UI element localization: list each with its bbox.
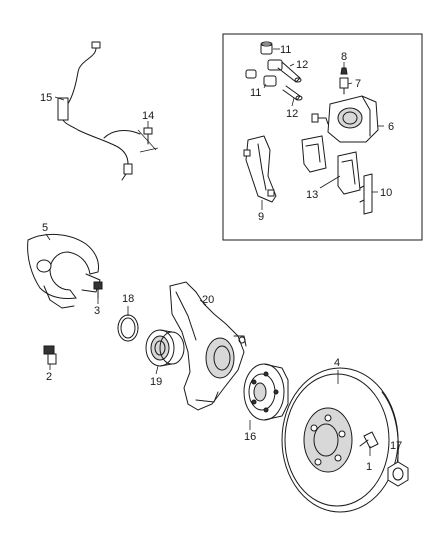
callout-4: 4 (334, 357, 340, 369)
part-11-left-boots[interactable] (245, 69, 277, 87)
callout-19: 19 (150, 376, 162, 388)
part-5-dust-shield[interactable] (27, 234, 101, 309)
callout-8: 8 (341, 51, 347, 63)
part-18-snap-ring[interactable] (117, 314, 139, 342)
part-10-pad-clip[interactable] (359, 173, 373, 215)
callout-7: 7 (355, 78, 361, 90)
part-19-wheel-bearing[interactable] (145, 329, 185, 367)
callout-18: 18 (122, 293, 134, 305)
part-11-upper-boot[interactable] (260, 41, 273, 55)
part-12-upper-guide-pin[interactable] (267, 59, 302, 83)
part-9-caliper-bracket[interactable] (243, 135, 277, 203)
caliper-inset-frame (222, 33, 423, 241)
part-4-brake-rotor[interactable] (281, 367, 399, 513)
part-20-steering-knuckle[interactable] (169, 281, 247, 411)
part-15-wheel-speed-sensor[interactable] (57, 41, 159, 181)
part-16-wheel-hub[interactable] (243, 363, 289, 421)
part-8-bleeder-cap[interactable] (340, 67, 348, 75)
part-1-wheel-stud[interactable] (359, 431, 379, 449)
callout-11-left: 11 (250, 87, 261, 99)
callout-14: 14 (142, 110, 154, 122)
callout-10: 10 (380, 187, 392, 199)
callout-11-top: 11 (280, 44, 291, 56)
callout-1: 1 (366, 461, 372, 473)
callout-12-bottom: 12 (286, 108, 298, 120)
part-12-lower-guide-pin[interactable] (282, 85, 303, 101)
part-14-sensor-bolt[interactable] (143, 127, 153, 145)
callout-13: 13 (306, 189, 318, 201)
leader-lines (45, 48, 399, 462)
callout-2: 2 (46, 371, 52, 383)
callout-20: 20 (202, 294, 214, 306)
callout-15: 15 (40, 92, 52, 104)
callout-5: 5 (42, 222, 48, 234)
part-7-bleeder-screw[interactable] (339, 77, 349, 95)
part-2-knuckle-bolt[interactable] (43, 345, 57, 365)
callout-12-top: 12 (296, 59, 308, 71)
callout-16: 16 (244, 431, 256, 443)
callout-9: 9 (258, 211, 264, 223)
callout-3: 3 (94, 305, 100, 317)
part-3-shield-bolt[interactable] (93, 281, 103, 299)
part-13-brake-pads[interactable] (301, 135, 361, 195)
callout-17: 17 (390, 440, 402, 452)
callout-6: 6 (388, 121, 394, 133)
part-6-brake-caliper[interactable] (311, 95, 379, 143)
callout-labels: 1 2 3 4 5 6 7 8 9 10 11 11 12 12 13 14 1… (40, 44, 402, 473)
